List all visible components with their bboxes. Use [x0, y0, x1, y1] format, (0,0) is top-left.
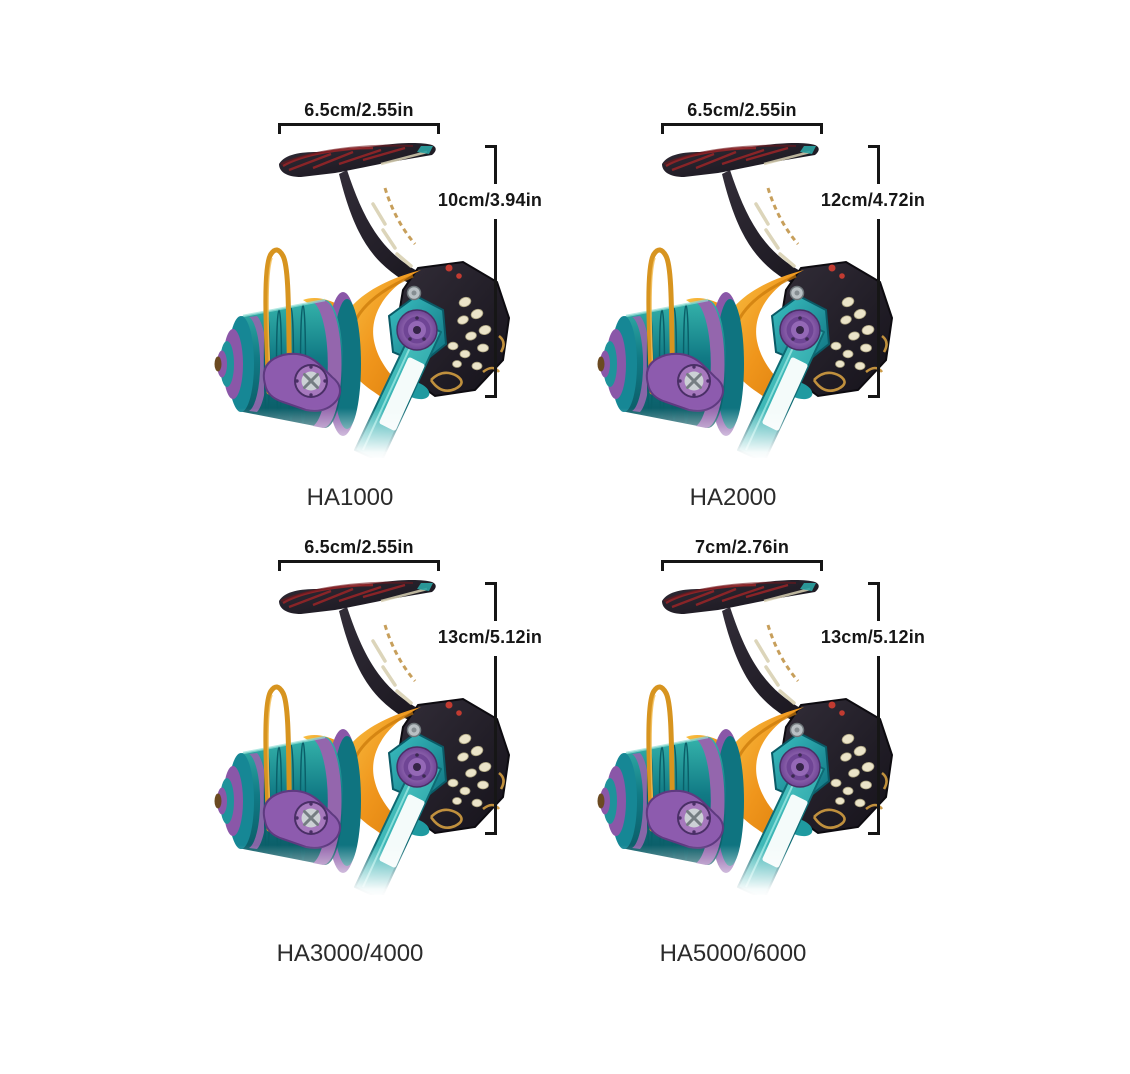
height-dimension-bracket-bottom — [868, 219, 880, 398]
height-dimension-bracket-top — [868, 145, 880, 184]
size-variant-panel-ha5000-6000: 7cm/2.76in 13cm/5.12in HA5000/6000 — [563, 532, 963, 972]
height-dimension-label: 10cm/3.94in — [437, 190, 543, 210]
width-dimension-label: 6.5cm/2.55in — [304, 100, 414, 120]
width-dimension-bracket — [278, 560, 440, 571]
width-dimension-label: 7cm/2.76in — [694, 537, 790, 557]
width-dimension-bracket — [661, 560, 823, 571]
height-dimension-label: 12cm/4.72in — [820, 190, 926, 210]
width-dimension-label: 6.5cm/2.55in — [304, 537, 414, 557]
size-variant-panel-ha3000-4000: 6.5cm/2.55in 13cm/5.12in HA3000/4000 — [180, 532, 580, 972]
model-label: HA1000 — [306, 484, 394, 511]
height-dimension-bracket-bottom — [868, 656, 880, 835]
height-dimension-bracket-top — [485, 582, 497, 621]
height-dimension-label: 13cm/5.12in — [820, 627, 926, 647]
height-dimension-bracket-top — [485, 145, 497, 184]
height-dimension-bracket-bottom — [485, 219, 497, 398]
model-label: HA2000 — [689, 484, 777, 511]
width-dimension-bracket — [661, 123, 823, 134]
size-variant-panel-ha2000: 6.5cm/2.55in 12cm/4.72in HA2000 — [563, 95, 963, 535]
height-dimension-bracket-top — [868, 582, 880, 621]
width-dimension-bracket — [278, 123, 440, 134]
height-dimension-bracket-bottom — [485, 656, 497, 835]
model-label: HA5000/6000 — [659, 940, 807, 967]
model-label: HA3000/4000 — [276, 940, 424, 967]
height-dimension-label: 13cm/5.12in — [437, 627, 543, 647]
size-variant-panel-ha1000: 6.5cm/2.55in 10cm/3.94in HA1000 — [180, 95, 580, 535]
width-dimension-label: 6.5cm/2.55in — [687, 100, 797, 120]
